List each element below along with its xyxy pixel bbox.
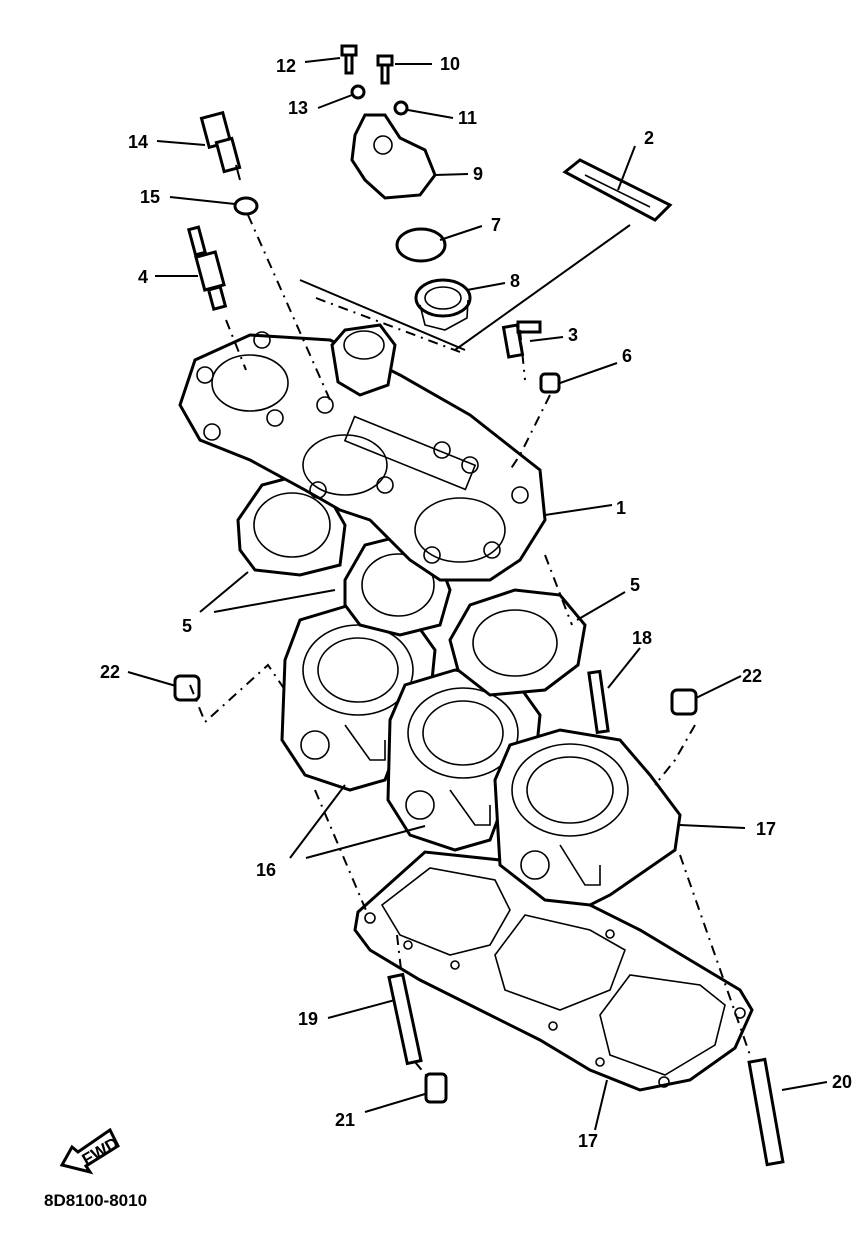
bolt-10	[376, 54, 394, 85]
callout-16: 16	[256, 860, 276, 880]
plate-2	[562, 158, 673, 222]
nut-22-left	[173, 674, 201, 702]
callout-22-left: 22	[100, 662, 120, 682]
callout-18: 18	[632, 628, 652, 648]
washer-13	[350, 84, 366, 100]
callout-2: 2	[644, 128, 654, 148]
cylinder-right	[493, 728, 682, 907]
callout-22-right: 22	[742, 666, 762, 686]
callout-17-right: 17	[756, 819, 776, 839]
outlet-neck	[330, 323, 397, 397]
diagram-code: 8D8100-8010	[44, 1191, 147, 1210]
thermostat	[414, 278, 472, 331]
nut-21	[424, 1072, 448, 1104]
temperature-sensor	[199, 110, 242, 181]
cylinder-head	[178, 331, 547, 582]
callout-14: 14	[128, 132, 148, 152]
callout-7: 7	[491, 215, 501, 235]
callout-20: 20	[832, 1072, 852, 1092]
callout-5-right: 5	[630, 575, 640, 595]
fitting-3	[501, 320, 542, 359]
spark-plug	[186, 225, 228, 312]
assembly-lines	[189, 214, 751, 1081]
leader-lines	[127, 57, 828, 1131]
stud-20	[747, 1057, 785, 1167]
stud-18	[587, 669, 610, 735]
head-gaskets	[236, 473, 587, 697]
fwd-arrow-icon: FWD	[59, 1127, 122, 1175]
thermostat-cover	[350, 113, 437, 200]
callout-15: 15	[140, 187, 160, 207]
callout-10: 10	[440, 54, 460, 74]
washer-11	[393, 100, 409, 116]
callout-4: 4	[138, 267, 148, 287]
callout-5-left: 5	[182, 616, 192, 636]
stud-19	[387, 972, 423, 1066]
gasket-15	[233, 196, 259, 216]
callout-1: 1	[616, 498, 626, 518]
callout-12: 12	[276, 56, 296, 76]
callout-6: 6	[622, 346, 632, 366]
callout-19: 19	[298, 1009, 318, 1029]
callout-13: 13	[288, 98, 308, 118]
callout-9: 9	[473, 164, 483, 184]
bolt-12	[340, 44, 358, 75]
nut-6	[539, 372, 561, 394]
o-ring	[395, 227, 447, 263]
callout-8: 8	[510, 271, 520, 291]
callout-11: 11	[458, 108, 477, 128]
nut-22-right	[670, 688, 698, 716]
callout-3: 3	[568, 325, 578, 345]
callout-17-bottom: 17	[578, 1131, 598, 1151]
callout-21: 21	[335, 1110, 355, 1130]
